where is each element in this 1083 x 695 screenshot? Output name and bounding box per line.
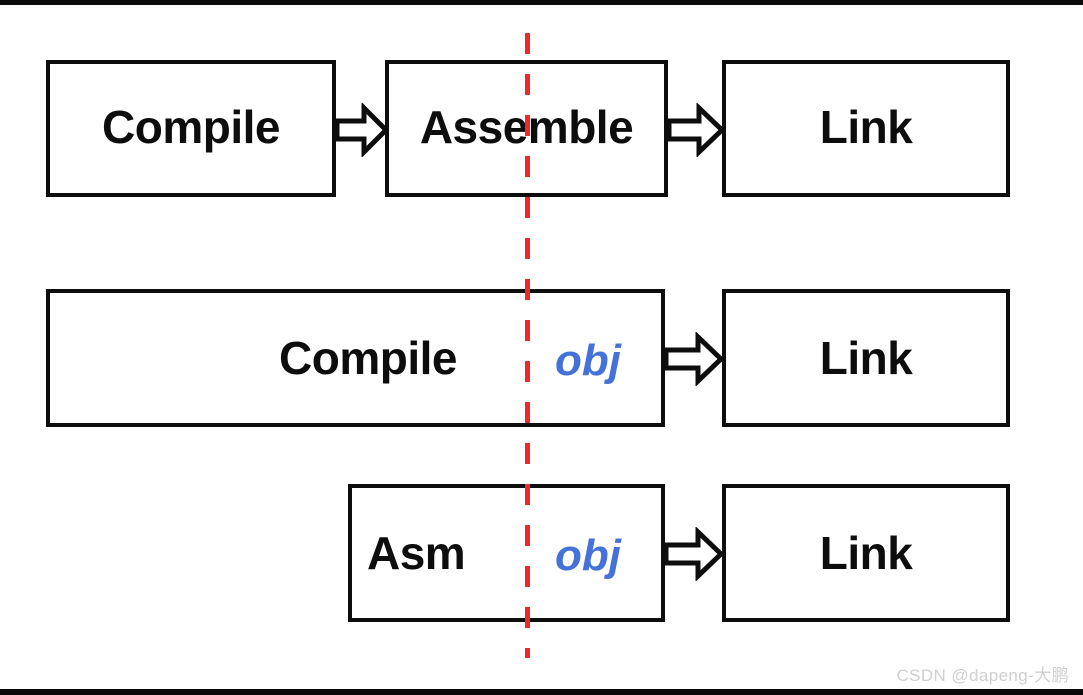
- bottom-frame-band: [0, 689, 1083, 695]
- box-label-row1-link: Link: [819, 101, 913, 153]
- box-row2-compile: [46, 289, 665, 427]
- box-label-row2-compile: Compile: [279, 332, 457, 384]
- artifact-label-row2-obj: obj: [555, 336, 621, 385]
- arrow-row2-compile-to-link: [663, 331, 725, 387]
- arrow-row3-asm-to-link: [663, 526, 725, 582]
- box-label-row3-link: Link: [819, 527, 913, 579]
- box-label-row2-link: Link: [819, 332, 913, 384]
- box-row1-compile: [46, 60, 336, 197]
- watermark-text: CSDN @dapeng-大鹏: [896, 666, 1069, 685]
- box-row2-link: [722, 289, 1010, 427]
- box-label-row1-compile: Compile: [102, 101, 280, 153]
- top-frame-band: [0, 0, 1083, 5]
- box-label-row3-asm: Asm: [367, 527, 466, 579]
- box-row3-link: [722, 484, 1010, 622]
- arrow-row1-compile-to-assemble: [334, 101, 390, 159]
- red-dashed-divider-line: [525, 33, 530, 658]
- artifact-label-row3-obj: obj: [555, 531, 621, 580]
- box-row3-asm: [348, 484, 665, 622]
- arrow-row1-assemble-to-link: [666, 102, 726, 158]
- box-row1-link: [722, 60, 1010, 197]
